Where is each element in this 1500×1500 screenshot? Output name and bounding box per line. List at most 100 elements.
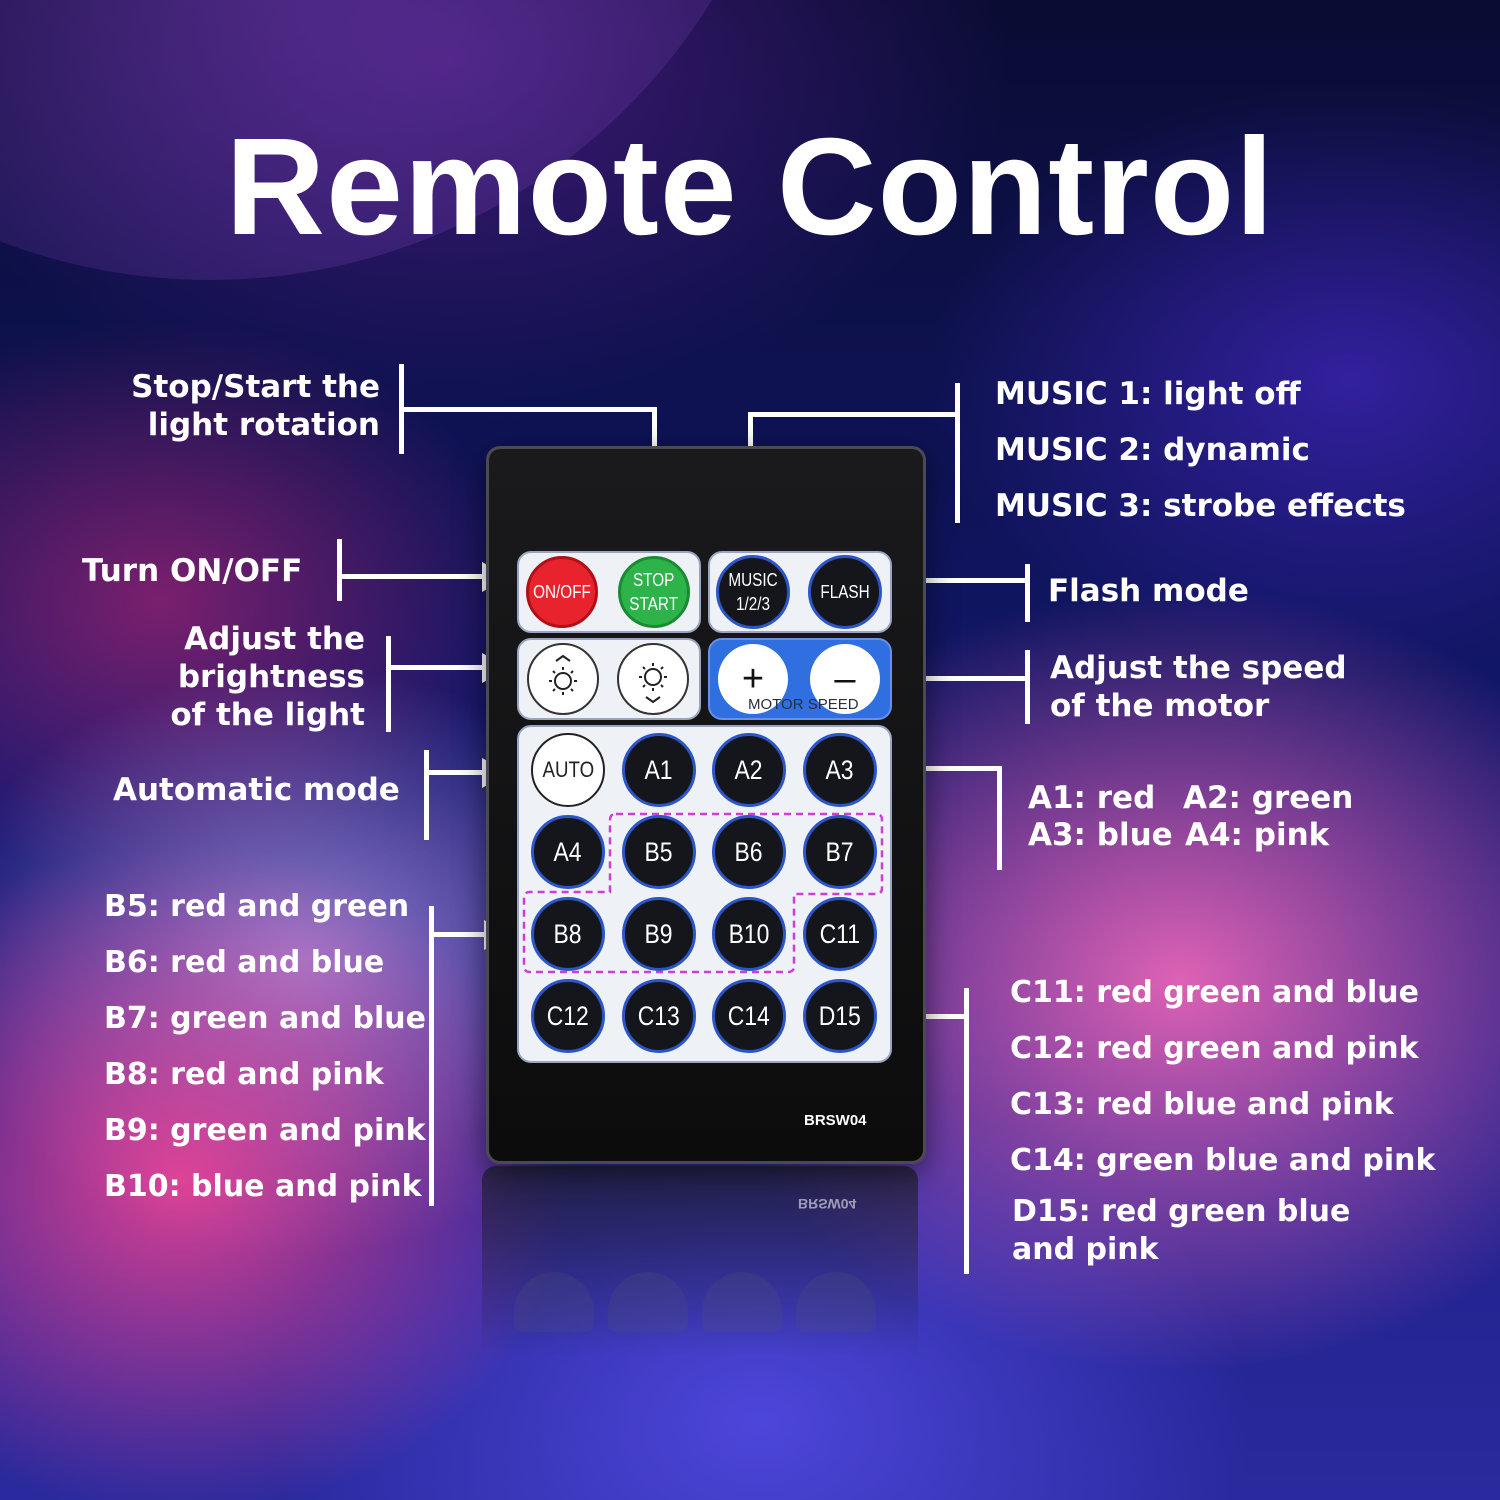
label-b5: B5: red and green xyxy=(104,889,410,924)
reflection-button xyxy=(796,1272,876,1332)
connector-stop-start-v xyxy=(652,407,657,479)
brightness-up-button[interactable] xyxy=(527,643,599,715)
on-off-button-label: ON/OFF xyxy=(533,582,591,602)
label-b10: B10: blue and pink xyxy=(104,1169,422,1204)
label-music-1: MUSIC 1: light off xyxy=(995,376,1301,412)
label-c12: C12: red green and pink xyxy=(1010,1031,1419,1066)
b10-button[interactable]: B10 xyxy=(712,897,786,971)
label-music-2: MUSIC 2: dynamic xyxy=(995,432,1310,468)
minus-icon: – xyxy=(834,657,856,700)
remote-reflection xyxy=(482,1166,918,1356)
brightness-down-button[interactable] xyxy=(617,643,689,715)
b5-button-label: B5 xyxy=(644,836,674,867)
connector-music-v xyxy=(748,412,753,479)
d15-button-label: D15 xyxy=(818,1000,862,1031)
label-b7: B7: green and blue xyxy=(104,1001,426,1036)
connector-brightness xyxy=(389,665,485,670)
reflection-button xyxy=(514,1272,594,1332)
c14-button[interactable]: C14 xyxy=(712,979,786,1053)
a3-button-label: A3 xyxy=(825,754,855,785)
music-button[interactable]: MUSIC 1/2/3 xyxy=(716,555,790,629)
c14-button-label: C14 xyxy=(727,1000,771,1031)
brightness-down-icon xyxy=(639,663,667,704)
flash-button[interactable]: FLASH xyxy=(808,555,882,629)
connector-motor xyxy=(918,676,1028,681)
flash-button-label: FLASH xyxy=(820,582,870,602)
label-c11: C11: red green and blue xyxy=(1010,975,1420,1010)
connector-a-h xyxy=(918,766,1000,771)
label-brightness: Adjust the brightness of the light xyxy=(170,621,365,733)
b6-button-label: B6 xyxy=(734,836,764,867)
model-label: BRSW04 xyxy=(804,1112,867,1129)
connector-stop-start-h xyxy=(402,407,657,412)
reflection-button xyxy=(608,1272,688,1332)
a2-button[interactable]: A2 xyxy=(712,733,786,807)
stop-start-button-label: STOP START xyxy=(629,570,679,614)
c11-button[interactable]: C11 xyxy=(803,897,877,971)
b-group-outline xyxy=(522,812,884,974)
reflection-button xyxy=(702,1272,782,1332)
a4-button-label: A4 xyxy=(553,836,583,867)
label-c14: C14: green blue and pink xyxy=(1010,1143,1436,1178)
b6-button[interactable]: B6 xyxy=(712,815,786,889)
label-b9: B9: green and pink xyxy=(104,1113,426,1148)
d15-button[interactable]: D15 xyxy=(803,979,877,1053)
connector-b xyxy=(432,932,487,937)
auto-button-label: AUTO xyxy=(542,757,594,782)
on-off-button[interactable]: ON/OFF xyxy=(526,556,598,628)
c11-button-label: C11 xyxy=(819,918,861,949)
bracket-music xyxy=(955,383,960,523)
b5-button[interactable]: B5 xyxy=(622,815,696,889)
bracket-auto xyxy=(424,750,429,840)
reflection-model-label: BRSW04 xyxy=(798,1196,857,1212)
b9-button[interactable]: B9 xyxy=(622,897,696,971)
auto-button[interactable]: AUTO xyxy=(531,733,605,807)
label-a1: A1: red xyxy=(1028,780,1156,816)
music-button-label: MUSIC 1/2/3 xyxy=(728,570,778,614)
connector-auto xyxy=(427,770,485,775)
b7-button[interactable]: B7 xyxy=(803,815,877,889)
c12-button[interactable]: C12 xyxy=(531,979,605,1053)
c13-button[interactable]: C13 xyxy=(622,979,696,1053)
page-title: Remote Control xyxy=(225,110,1275,264)
label-c13: C13: red blue and pink xyxy=(1010,1087,1394,1122)
connector-on-off xyxy=(340,574,485,579)
connector-flash xyxy=(918,578,1028,583)
bracket-a xyxy=(997,766,1002,870)
b8-button[interactable]: B8 xyxy=(531,897,605,971)
b8-button-label: B8 xyxy=(553,918,583,949)
a2-button-label: A2 xyxy=(734,754,764,785)
a1-button[interactable]: A1 xyxy=(622,733,696,807)
b9-button-label: B9 xyxy=(644,918,674,949)
label-stop-start: Stop/Start the light rotation xyxy=(131,369,380,443)
label-b6: B6: red and blue xyxy=(104,945,385,980)
label-d15: D15: red green blue and pink xyxy=(1012,1194,1351,1267)
bracket-brightness xyxy=(386,636,391,732)
a3-button[interactable]: A3 xyxy=(803,733,877,807)
label-automatic-mode: Automatic mode xyxy=(113,772,400,808)
b7-button-label: B7 xyxy=(825,836,855,867)
label-a3: A3: blue xyxy=(1028,817,1173,853)
label-turn-on-off: Turn ON/OFF xyxy=(82,553,303,589)
bracket-c xyxy=(964,988,969,1274)
label-flash-mode: Flash mode xyxy=(1048,573,1249,609)
motor-speed-caption: MOTOR SPEED xyxy=(748,696,859,713)
c12-button-label: C12 xyxy=(546,1000,590,1031)
label-a2: A2: green xyxy=(1183,780,1354,816)
bracket-motor xyxy=(1025,650,1030,724)
stop-start-button[interactable]: STOP START xyxy=(618,556,690,628)
connector-c xyxy=(912,1014,967,1019)
motor-speed-minus-button[interactable]: – xyxy=(810,644,880,714)
brightness-up-icon xyxy=(549,654,577,695)
bracket-flash xyxy=(1025,564,1030,622)
b10-button-label: B10 xyxy=(728,918,770,949)
a4-button[interactable]: A4 xyxy=(531,815,605,889)
a1-button-label: A1 xyxy=(644,754,674,785)
label-motor-speed: Adjust the speed of the motor xyxy=(1050,650,1347,724)
label-music-3: MUSIC 3: strobe effects xyxy=(995,488,1406,524)
motor-speed-plus-button[interactable]: + xyxy=(718,644,788,714)
plus-icon: + xyxy=(741,657,765,700)
label-b8: B8: red and pink xyxy=(104,1057,384,1092)
connector-music-h xyxy=(748,412,958,417)
